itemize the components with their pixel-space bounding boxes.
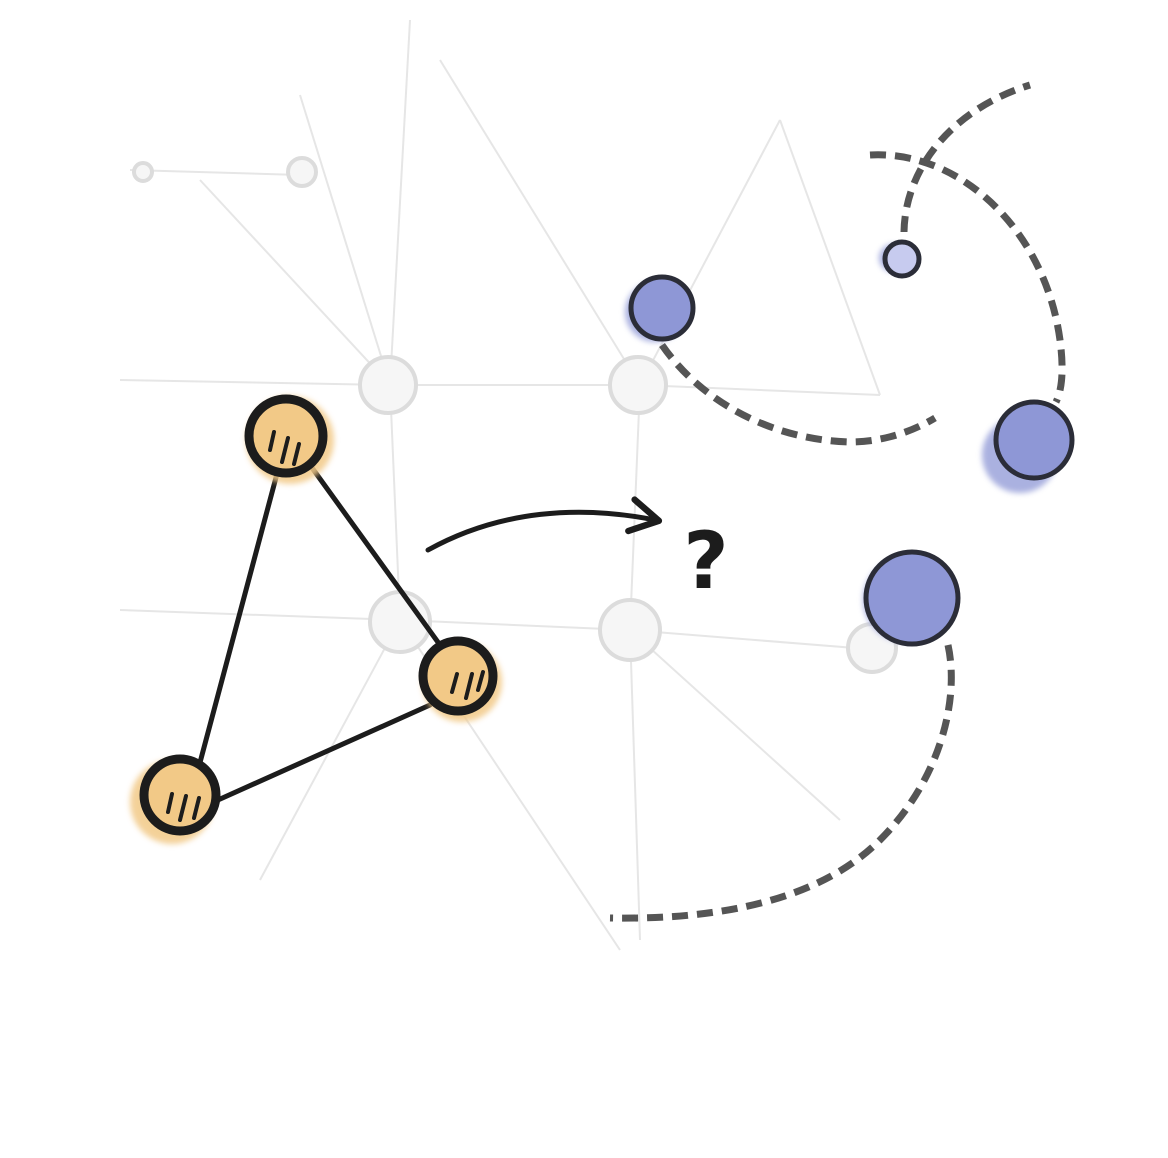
node-a [244,394,328,478]
faint-edge [129,169,301,176]
mapping-arrow [425,496,663,553]
faint-edge [119,379,391,386]
dashed-arcs [609,81,1066,922]
target-node-2 [879,239,922,279]
faint-edge [199,179,391,386]
target-node-4 [863,549,961,647]
faint-edge [639,119,781,386]
faint-edge [629,629,641,941]
node-b [139,754,221,836]
source-triangle-edges [195,462,443,803]
target-node-3 [982,399,1075,493]
source-node-c [418,636,502,722]
faint-edge [639,384,881,396]
faint-node [598,598,662,662]
faint-node [132,161,154,183]
faint-node [608,355,668,415]
faint-node [286,156,318,188]
node-b-hatch [166,792,201,822]
target-3 [993,399,1075,481]
node-c-hatch [450,670,485,700]
faint-edge [779,119,881,396]
target-1 [628,274,696,342]
source-node-b [130,754,221,844]
faint-nodes [132,156,898,674]
faint-edge [629,629,841,821]
node-a-hatch [268,430,301,466]
dashed-arc-3 [900,81,1032,233]
faint-edge [389,19,411,386]
dashed-arc-1 [659,343,937,446]
faint-edge [629,384,641,631]
target-2 [882,239,922,279]
faint-node [358,355,418,415]
source-node-a [244,394,334,484]
faint-edge [299,94,391,386]
target-node-1 [625,274,696,342]
edge-c-b [215,702,433,803]
dashed-arc-2 [869,151,1066,404]
edge-a-c [307,462,443,648]
faint-edge [629,629,881,651]
question-mark-label: ? [683,517,728,607]
faint-edge [119,609,401,621]
dashed-arc-4 [609,644,955,922]
faint-edge [399,619,631,631]
faint-background-graph [119,19,881,951]
edge-a-b [195,467,281,773]
target-4 [863,549,961,647]
faint-edge [439,59,641,386]
faint-edge [389,384,401,621]
